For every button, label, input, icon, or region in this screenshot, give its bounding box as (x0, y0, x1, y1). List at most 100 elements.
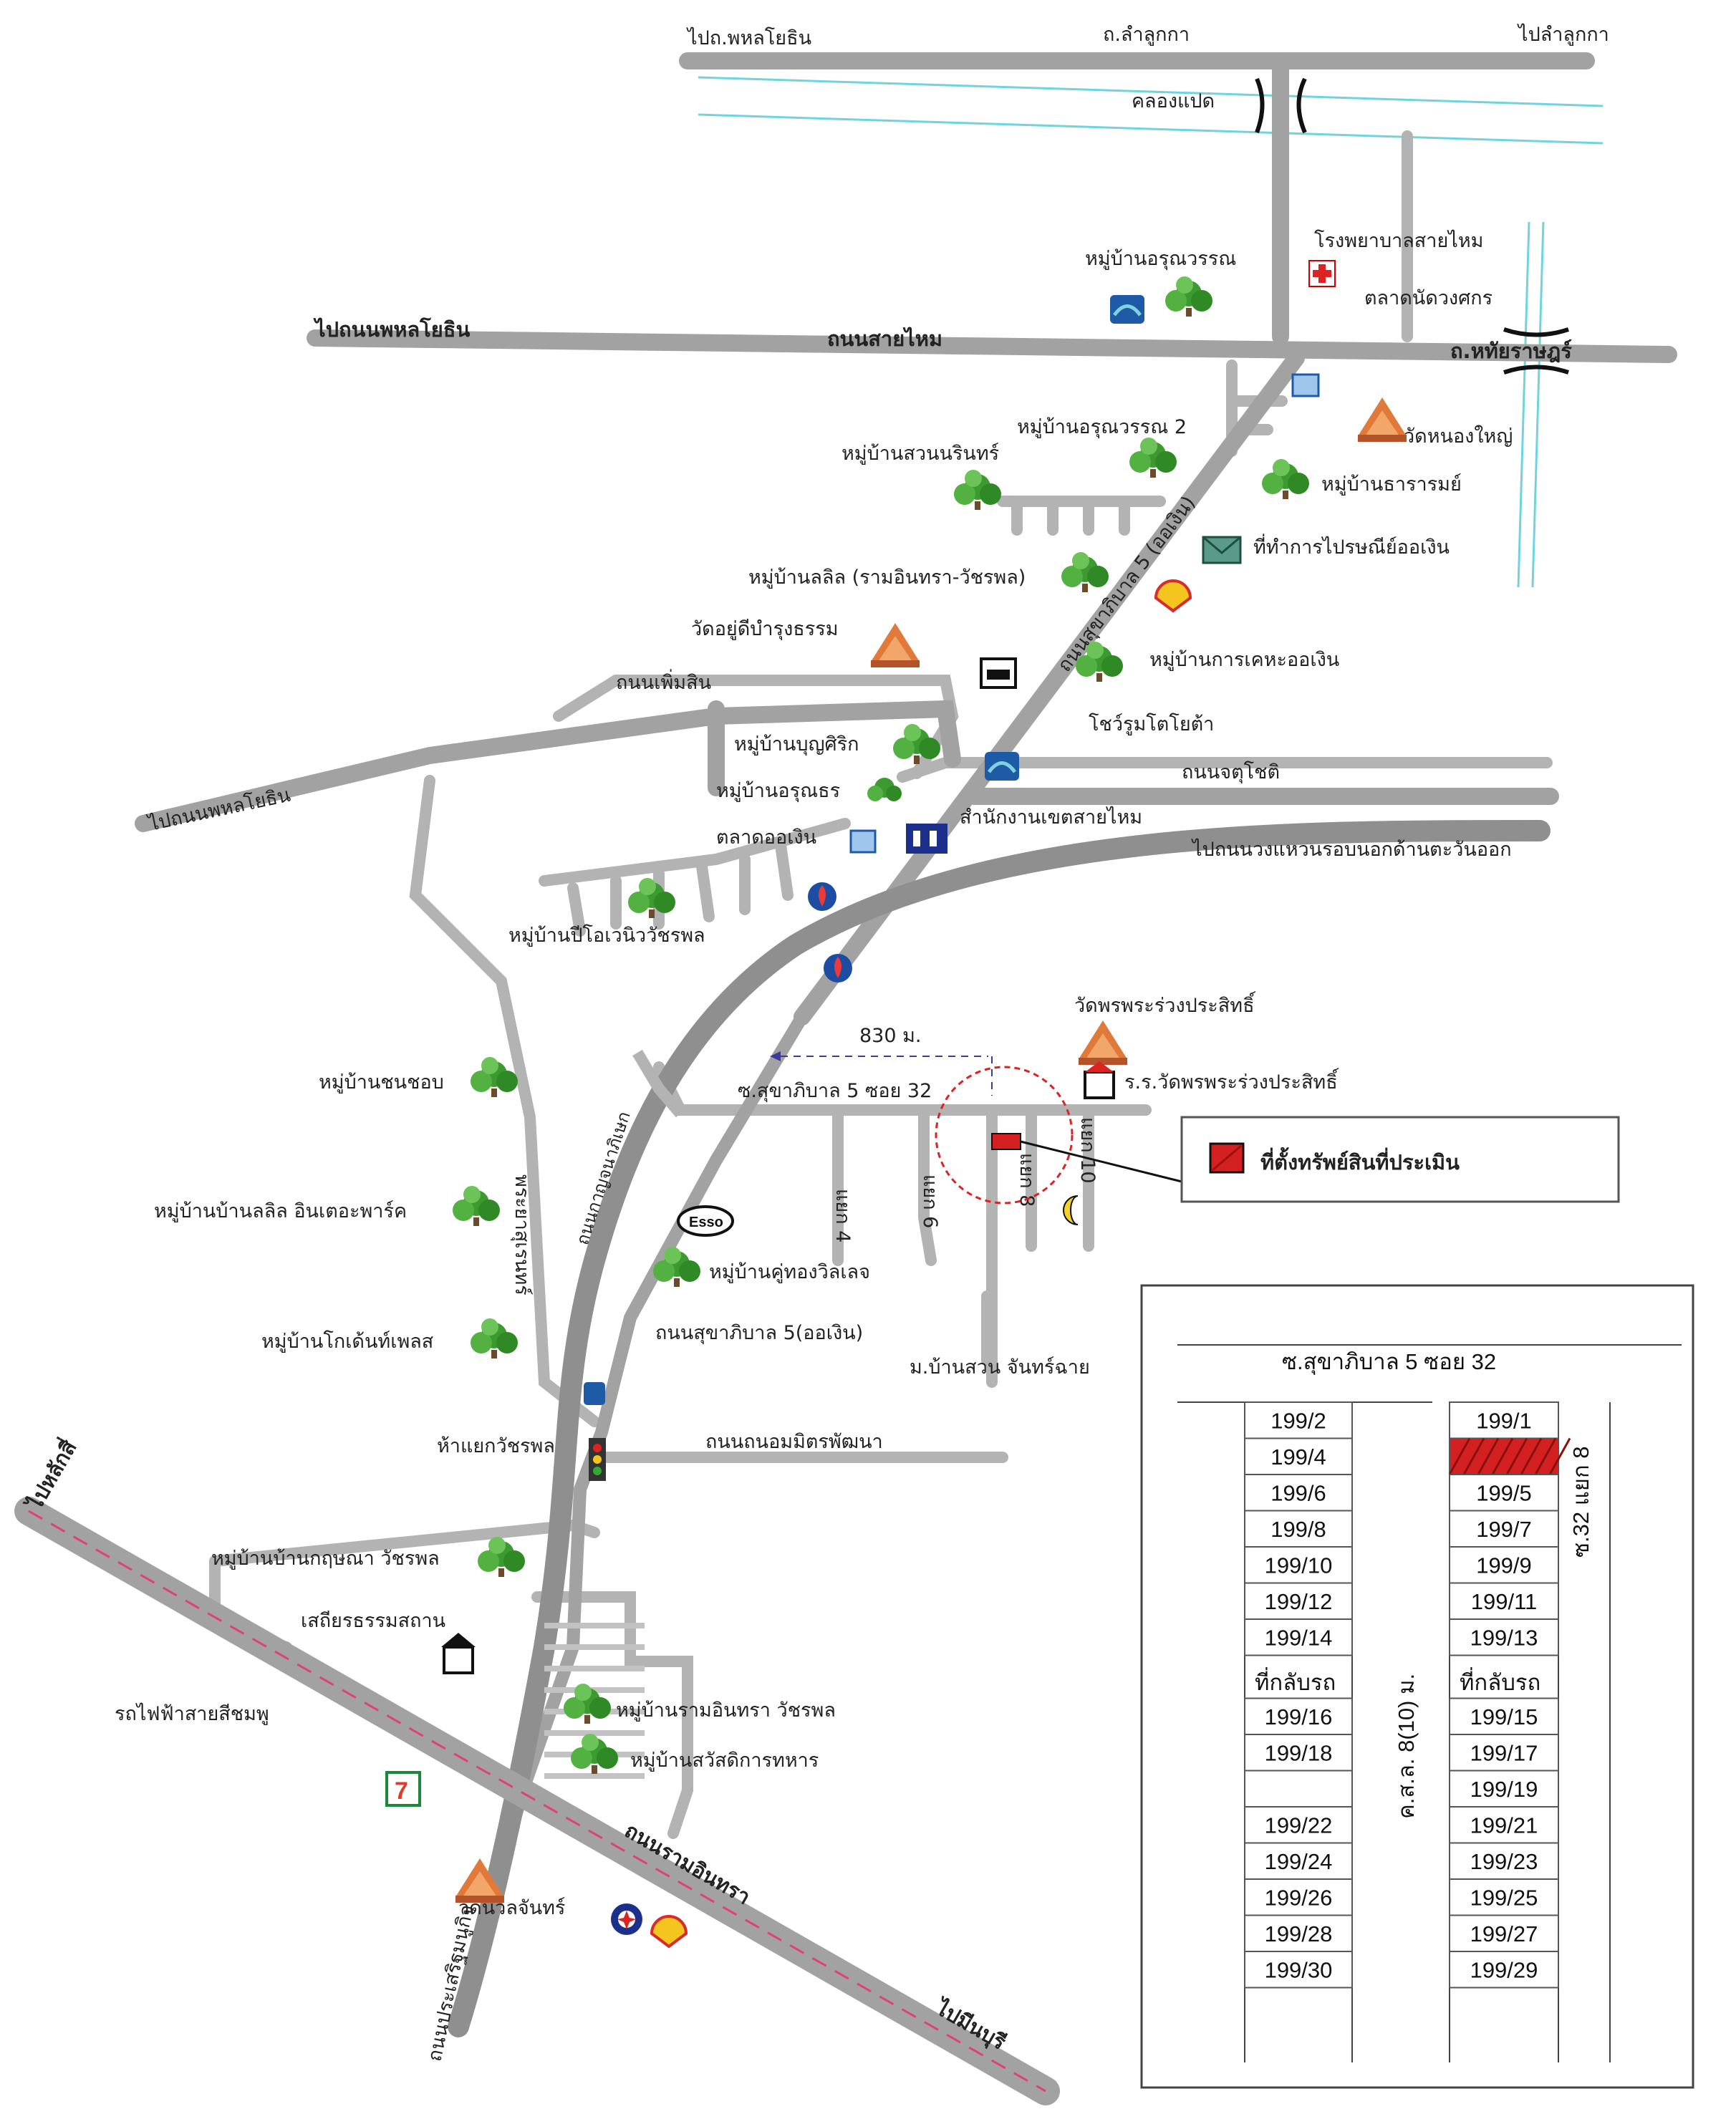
left-plot-label: 199/16 (1265, 1704, 1333, 1729)
right-plot-label: 199/11 (1471, 1589, 1538, 1614)
left-plot-column: 199/2199/4199/6199/8199/10199/12199/1419… (1244, 1401, 1353, 1989)
distance-arrow (781, 1056, 993, 1096)
subject-hatch (1491, 1437, 1514, 1475)
label-canal: คลองแปด (1132, 90, 1215, 112)
school-icon (1084, 1061, 1115, 1099)
place-lalin: หมู่บ้านลลิล (รามอินทรา-วัชรพล) (748, 566, 1026, 589)
right-plot-label: 199/13 (1470, 1625, 1538, 1650)
right-plot-cell (1449, 1474, 1559, 1512)
place-arunwan: หมู่บ้านอรุณวรรณ (1085, 248, 1236, 271)
outer-ring-road (448, 820, 1551, 2037)
plot-right-note: ที่กลับรถ (1460, 1667, 1540, 1695)
tree-icon (1165, 276, 1212, 317)
left-plot-label: 199/18 (1265, 1740, 1333, 1765)
place-krit-sana: หมู่บ้านบ้านกฤษณา วัชรพล (211, 1548, 440, 1570)
place-sawatdi: หมู่บ้านสวัสดิการทหาร (630, 1750, 819, 1772)
right-plot-column: 199/1199/5199/7199/9199/11199/13199/1519… (1448, 1401, 1571, 1989)
left-plot-cell (1244, 1510, 1353, 1548)
right-plot-label: 199/27 (1470, 1921, 1538, 1946)
left-plot-cell (1244, 1437, 1353, 1475)
legend-box: ที่ตั้งทรัพย์สินที่ประเมิน (1180, 1116, 1620, 1203)
label-to-phahon-left: ไปถนนพหลโยธิน (145, 784, 292, 836)
left-plot-cell (1244, 1878, 1353, 1916)
temple-icon (1079, 1020, 1127, 1065)
arrow-head-left (770, 1051, 781, 1061)
label-soi32: ซ.สุขาภิบาล 5 ซอย 32 (738, 1080, 932, 1103)
place-market-o-ngoen: ตลาดออเงิน (716, 826, 816, 849)
right-plot-cell (1449, 1401, 1559, 1439)
right-plot-label: 199/17 (1470, 1740, 1538, 1765)
tree-icon (628, 878, 675, 918)
tree-icon (478, 1537, 525, 1577)
label-sai-mai: ถนนสายไหม (827, 327, 942, 351)
esso-label: Esso (689, 1215, 723, 1230)
bank-icon-3 (584, 1382, 605, 1405)
tree-icon-small (867, 778, 902, 801)
bank-icon (1110, 295, 1144, 324)
right-plot-cell (1449, 1618, 1559, 1656)
right-plot-cell (1449, 1914, 1559, 1952)
subject-hatch (1548, 1437, 1571, 1475)
right-plot-cell (1449, 1697, 1559, 1735)
tree-icon (471, 1057, 518, 1097)
tree-icon (1129, 438, 1177, 478)
plot-lane-label: ค.ส.ล. 8(10) ม. (1394, 1674, 1419, 1819)
label-pink-line: รถไฟฟ้าสายสีชมพู (115, 1703, 269, 1725)
place-pi-o: หมู่บ้านปีโอเวนิววัชรพล (508, 925, 705, 947)
car-showroom-icon (980, 657, 1017, 689)
village-streets (544, 1623, 645, 1779)
left-plot-label: 199/8 (1270, 1517, 1326, 1542)
esso-icon: Esso (677, 1205, 734, 1237)
ptt-icon (808, 882, 836, 911)
left-plot-cell (1244, 1474, 1353, 1512)
place-bunsirik: หมู่บ้านบุญศิริก (734, 733, 859, 756)
right-plot-label: 199/15 (1470, 1704, 1538, 1729)
seven-eleven-glyph: 7 (395, 1777, 408, 1805)
subject-hatch (1462, 1437, 1485, 1475)
label-yaek10: แยก 10 (1076, 1117, 1099, 1184)
frontage-road (632, 1049, 685, 1118)
label-hathairat: ถ.หทัยราษฎร์ (1450, 339, 1572, 363)
ram-intra-road (14, 1497, 1060, 2105)
left-plot-cell (1244, 1914, 1353, 1952)
place-golden-place: หมู่บ้านโกเด้นท์เพลส (261, 1330, 433, 1353)
plot-map-inset: ซ.สุขาภิบาล 5 ซอย 32 ค.ส.ล. 8(10) ม. ซ.3… (1140, 1284, 1694, 2089)
right-plot-cell (1449, 1806, 1559, 1844)
temple-icon (1358, 397, 1407, 442)
place-market-wong-sak: ตลาดนัดวงศกร (1364, 287, 1493, 309)
place-ban-suan-chan: ม.บ้านสวน จันทร์ฉาย (910, 1356, 1090, 1379)
left-plot-label: 199/22 (1265, 1813, 1333, 1838)
temple-icon (871, 623, 920, 667)
caltex-icon (611, 1903, 642, 1935)
left-plot-label: 199/14 (1265, 1625, 1333, 1650)
label-to-outer-ring: ไปถนนวงแหวนรอบนอกด้านตะวันออก (1191, 839, 1512, 861)
label-phoem-sin: ถนนเพิ่มสิน (616, 669, 711, 694)
label-to-phahon-mid: ไปถนนพหลโยธิน (313, 317, 470, 342)
label-sukhaphiban-lower: ถนนสุขาภิบาล 5(ออเงิน) (655, 1322, 863, 1345)
left-plot-label: 199/24 (1265, 1849, 1333, 1874)
left-plot-cell (1244, 1401, 1353, 1439)
tree-icon (1262, 459, 1309, 499)
label-to-phahon-top: ไปถ.พหลโยธิน (686, 27, 811, 49)
left-plot-label: 199/26 (1265, 1885, 1333, 1910)
label-watcharaphon-jct: ห้าแยกวัชรพล (437, 1435, 555, 1457)
left-plot-cell (1244, 1734, 1353, 1772)
church-icon (441, 1633, 476, 1674)
left-plot-cell (1244, 1951, 1353, 1989)
ptt-icon-2 (824, 954, 852, 983)
hospital-icon (1308, 260, 1336, 287)
right-plot-label: 199/23 (1470, 1849, 1538, 1874)
label-phraya-suren: พระยาสุเรนทร์ (510, 1174, 534, 1295)
left-plot-label: 199/10 (1265, 1553, 1333, 1578)
market-icon (1291, 373, 1320, 397)
place-kheha: หมู่บ้านการเคหะออเงิน (1149, 649, 1339, 671)
market-icon-2 (849, 829, 877, 854)
subject-hatch (1534, 1437, 1557, 1475)
district-office-icon (906, 824, 947, 854)
shell-icon-2 (650, 1915, 688, 1949)
label-chatuchot: ถนนจตุโชติ (1182, 761, 1280, 784)
left-plot-label: 199/28 (1265, 1921, 1333, 1946)
plot-left-note: ที่กลับรถ (1255, 1667, 1336, 1695)
left-plot-label: 199/12 (1265, 1589, 1333, 1614)
tree-icon (1061, 552, 1109, 592)
